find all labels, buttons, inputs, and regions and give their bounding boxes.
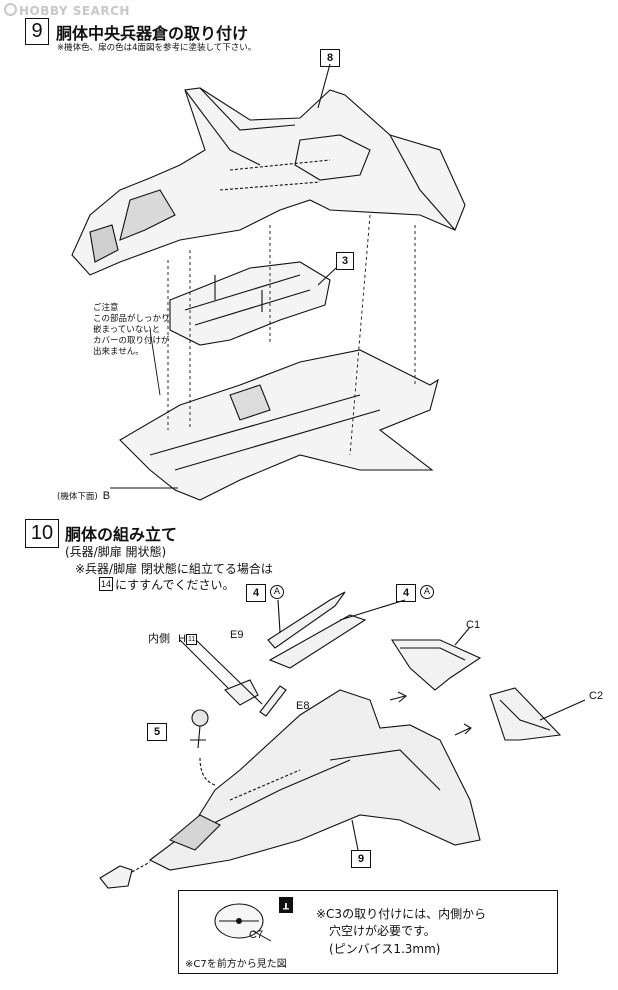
callout-3: 3 (336, 252, 354, 270)
step-10-note: ※兵器/脚扉 閉状態に組立てる場合は (75, 562, 273, 576)
callout-5: 5 (147, 723, 167, 741)
drill-icon: T (279, 897, 293, 913)
drill-note-line1: ※C3の取り付けには、内側から (316, 907, 487, 921)
step-10-subtitle: (兵器/脚扉 開状態) (65, 545, 167, 559)
assembly-arrows (389, 691, 472, 736)
drill-note-line2: 穴空けが必要です。 (329, 924, 436, 938)
part-e8-label: E8 (296, 700, 310, 712)
c2-stabiliser-part (489, 687, 586, 741)
alignment-lines (149, 214, 416, 456)
circle-a-right: A (420, 585, 434, 599)
step-9-number: 9 (25, 18, 49, 45)
step-9-drawing (71, 63, 466, 501)
hobby-search-logo: HOBBY SEARCH (4, 3, 130, 18)
drill-note-box: C7 T ※C3の取り付けには、内側から 穴空けが必要です。 (ピンバイス1.3… (178, 890, 558, 974)
c7-front-view (214, 903, 272, 942)
step-9-note: ※機体色、扉の色は4面図を参考に塗装して下さい。 (57, 43, 257, 53)
step-14-ref: 14 (99, 577, 113, 591)
drill-note-line3: (ピンバイス1.3mm) (329, 942, 441, 956)
e9-e8-parts (179, 639, 287, 717)
caution-note: ご注意 この部品がしっかり 嵌まっていないと カバーの取り付けが 出来ません。 (93, 303, 170, 357)
step-10-drawing (99, 591, 586, 889)
main-fuselage-part (148, 689, 481, 871)
c7-view-note: ※C7を前方から見た図 (185, 959, 287, 970)
part-c7-label: C7 (249, 929, 264, 941)
weapon-bay-part (169, 261, 337, 346)
callout-4-right: 4 (396, 584, 416, 602)
underside-label: (機体下面) B (57, 490, 111, 502)
landing-gear-part (190, 709, 216, 786)
step-10-title: 胴体の組み立て (65, 525, 178, 544)
step-10-number: 10 (25, 519, 59, 548)
lower-fuselage-part (110, 349, 439, 501)
upper-fuselage-part (71, 63, 466, 276)
bay-door-parts (267, 591, 406, 669)
c1-stabiliser-part (390, 626, 482, 691)
part-c2-label: C2 (589, 690, 604, 702)
step-9-title: 胴体中央兵器倉の取り付け (56, 24, 249, 43)
callout-8: 8 (320, 49, 340, 67)
logo-icon (4, 3, 17, 16)
callout-9: 9 (351, 850, 371, 868)
part-e9-label: E9 (230, 629, 244, 641)
callout-4-left: 4 (246, 584, 266, 602)
circle-a-left: A (270, 585, 284, 599)
nose-cone-part (99, 861, 151, 889)
